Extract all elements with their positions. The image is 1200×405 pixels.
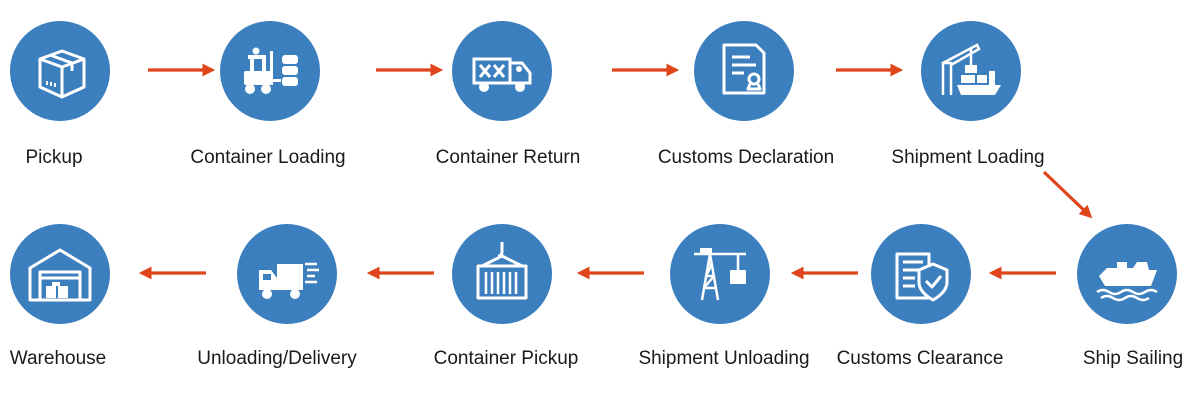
step-pickup-label: Pickup xyxy=(25,147,83,168)
tower-crane-icon xyxy=(694,248,746,301)
step-unloading-delivery-node xyxy=(237,224,337,324)
fast-truck-icon xyxy=(259,262,319,299)
step-container-pickup-label: Container Pickup xyxy=(433,348,579,369)
step-pickup-node xyxy=(10,21,110,121)
step-shipment-loading-node xyxy=(921,21,1021,121)
step-customs-clearance-node xyxy=(871,224,971,324)
step-container-return-node xyxy=(452,21,552,121)
document-shield-icon xyxy=(895,252,949,302)
step-shipment-unloading-node xyxy=(670,224,770,324)
forklift-icon xyxy=(244,47,298,94)
step-shipment-loading-label: Shipment Loading xyxy=(891,147,1045,168)
package-box-icon xyxy=(38,49,86,99)
document-stamp-icon xyxy=(722,43,766,95)
step-warehouse-node xyxy=(10,224,110,324)
step-ship-sailing-node xyxy=(1077,224,1177,324)
arrow-5-6 xyxy=(1042,170,1093,219)
step-warehouse-label: Warehouse xyxy=(9,348,107,369)
step-container-return-label: Container Return xyxy=(435,147,581,168)
step-container-pickup-node xyxy=(452,224,552,324)
step-ship-sailing-label: Ship Sailing xyxy=(1082,348,1184,369)
step-customs-clearance-label: Customs Clearance xyxy=(836,348,1004,369)
truck-icon xyxy=(472,57,532,92)
container-hook-icon xyxy=(476,242,528,300)
step-shipment-unloading-label: Shipment Unloading xyxy=(638,348,810,369)
warehouse-icon xyxy=(28,248,92,302)
ship-icon xyxy=(1096,262,1158,302)
step-customs-declaration-label: Customs Declaration xyxy=(657,147,835,168)
step-unloading-delivery-label: Unloading/Delivery xyxy=(197,348,357,369)
step-customs-declaration-node xyxy=(694,21,794,121)
step-container-loading-label: Container Loading xyxy=(190,147,346,168)
step-container-loading-node xyxy=(220,21,320,121)
crane-ship-icon xyxy=(941,43,1001,95)
